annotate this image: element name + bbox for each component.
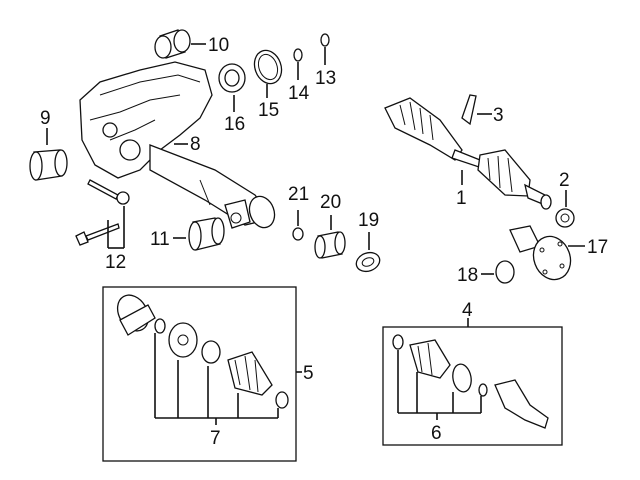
part-3-bracket[interactable] [461, 94, 477, 126]
callout-14: 14 [288, 83, 310, 104]
leader-lines [46, 43, 585, 425]
part-16-seal[interactable] [218, 63, 246, 93]
callout-3: 3 [493, 105, 504, 126]
callout-6: 6 [431, 423, 442, 444]
callout-13: 13 [315, 68, 336, 89]
part-11-bushing[interactable] [188, 217, 225, 251]
part-15-ring[interactable] [250, 47, 286, 88]
part-1-halfshaft[interactable] [384, 97, 552, 210]
part-8-differential[interactable] [79, 61, 279, 231]
callout-12: 12 [105, 252, 126, 273]
callout-20: 20 [320, 192, 341, 213]
part-12-bolts[interactable] [75, 179, 130, 246]
callout-15: 15 [258, 100, 279, 121]
part-18-ring[interactable] [495, 260, 515, 284]
part-20-bearing[interactable] [314, 231, 346, 259]
callout-2: 2 [559, 170, 570, 191]
callout-11: 11 [150, 229, 170, 250]
part-13-oring[interactable] [320, 33, 330, 47]
callout-17: 17 [587, 237, 608, 258]
callout-7: 7 [210, 428, 221, 449]
part-10-bushing[interactable] [154, 29, 191, 59]
part-2-nut[interactable] [555, 208, 575, 228]
callout-1: 1 [456, 188, 467, 209]
callout-9: 9 [40, 108, 51, 129]
callout-18: 18 [457, 265, 478, 286]
part-17-flange[interactable] [509, 225, 576, 285]
part-7-boot-kit[interactable] [111, 290, 289, 409]
callout-21: 21 [288, 184, 309, 205]
callout-16: 16 [224, 114, 245, 135]
part-6-boot-kit[interactable] [392, 334, 549, 429]
callout-8: 8 [190, 134, 201, 155]
inset-box-5 [102, 286, 297, 462]
inset-box-4 [382, 326, 563, 446]
part-21-ring[interactable] [292, 227, 304, 241]
part-19-seal[interactable] [354, 249, 383, 274]
callout-4: 4 [462, 300, 473, 321]
part-14-oring[interactable] [293, 48, 303, 62]
callout-5: 5 [303, 363, 314, 384]
callout-19: 19 [358, 210, 379, 231]
part-9-bushing[interactable] [29, 149, 68, 181]
callout-labels: 10 16 15 14 13 9 8 12 11 21 20 19 1 3 2 … [40, 35, 608, 449]
callout-10: 10 [208, 35, 229, 56]
